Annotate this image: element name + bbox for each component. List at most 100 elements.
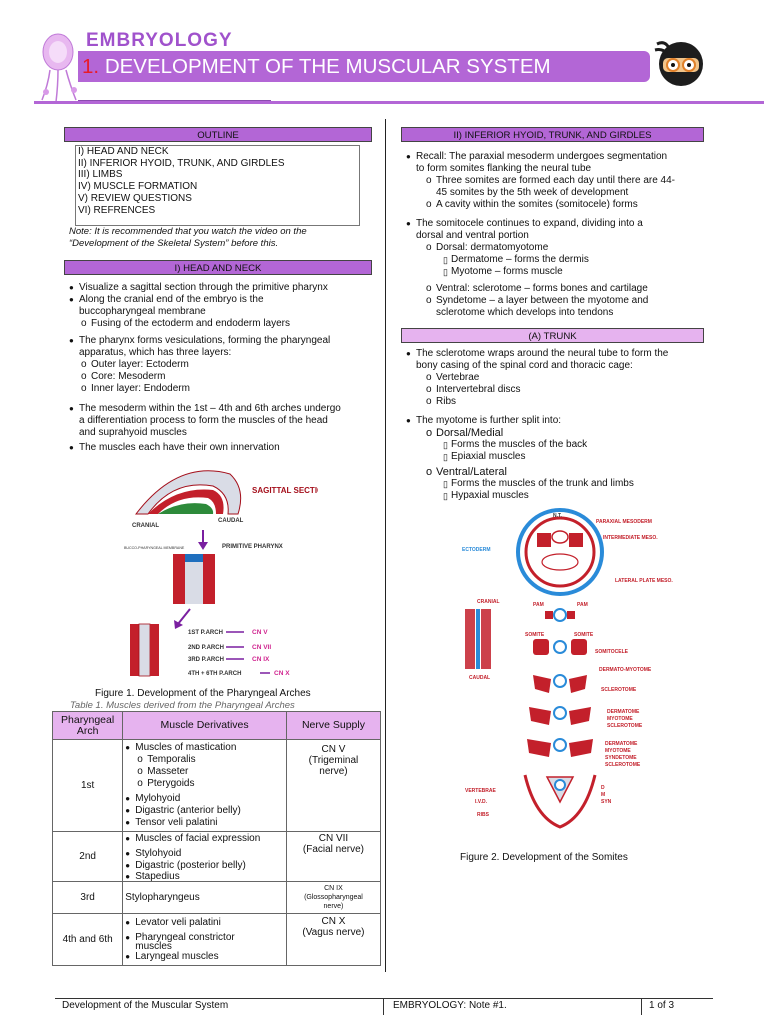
- derivative: Stylohyoid: [125, 848, 284, 860]
- label-syn: SYN: [601, 799, 612, 805]
- label-lateral: LATERAL PLATE MESO.: [615, 578, 673, 584]
- note: Note: It is recommended that you watch t…: [69, 226, 375, 250]
- table-row: 3rd Stylopharyngeus CN IX (Glossopharyng…: [51, 881, 382, 914]
- label-paraxial: PARAXIAL MESODERM: [596, 519, 652, 525]
- title-number: 1.: [82, 55, 100, 78]
- label-somitocele: SOMITOCELE: [595, 649, 629, 655]
- table-row: 1st Muscles of mastication Temporalis Ma…: [51, 739, 382, 832]
- nerve-cell: CN IX (Glossopharyngeal nerve): [285, 881, 382, 914]
- title-band: [78, 51, 650, 82]
- arch-cell: 3rd: [51, 881, 124, 914]
- bullet: The muscles each have their own innervat…: [69, 442, 379, 454]
- label-dermatome1: DERMATOME: [607, 709, 640, 715]
- label-syndetome: SYNDETOME: [605, 755, 637, 761]
- label-ectoderm: ECTODERM: [462, 547, 491, 553]
- arch-cell: 2nd: [51, 831, 124, 882]
- outline-item[interactable]: I) HEAD AND NECK: [78, 146, 169, 157]
- derivative: Tensor veli palatini: [125, 817, 284, 829]
- nerve-line: (Trigeminal: [308, 755, 359, 766]
- balloon-decoration-icon: [36, 30, 84, 106]
- label-d: D: [601, 785, 605, 791]
- derivative-cell: Stylopharyngeus: [122, 881, 287, 914]
- brand-title: EMBRYOLOGY: [86, 30, 233, 51]
- head-neck-content: Visualize a sagittal section through the…: [69, 282, 379, 454]
- sub-bullet: Ventral: sclerotome – forms bones and ca…: [424, 283, 706, 295]
- derivative-cell: Muscles of mastication Temporalis Masset…: [122, 739, 287, 832]
- label-bucco: BUCCO-PHARYNGEAL MEMBRANE: [124, 546, 185, 550]
- derivative-sub: Masseter: [135, 766, 284, 778]
- bullet-continuation: buccopharyngeal membrane: [79, 306, 206, 317]
- square-bullet: Hypaxial muscles: [443, 490, 706, 502]
- sub-bullet: Dorsal: dermatomyotome: [424, 242, 706, 254]
- sub-bullet: Ribs: [424, 396, 706, 408]
- arch-cell: 4th and 6th: [51, 913, 124, 966]
- footer-divider: [383, 999, 384, 1015]
- nerve-line: (Glossopharyngeal: [304, 894, 363, 901]
- section-heading-head-neck: I) HEAD AND NECK: [64, 260, 372, 275]
- col-header: Pharyngeal Arch: [51, 711, 124, 740]
- bullet-continuation: dorsal and ventral portion: [416, 230, 529, 241]
- sub-bullet: A cavity within the somites (somitocele)…: [424, 199, 706, 211]
- bullet: Visualize a sagittal section through the…: [69, 282, 379, 294]
- label-caudal: CAUDAL: [218, 518, 244, 524]
- note-line: Note: It is recommended that you watch t…: [69, 226, 307, 237]
- derivative-sub: Pterygoids: [135, 778, 284, 790]
- label-cranial: CRANIAL: [477, 599, 500, 605]
- footer-middle: EMBRYOLOGY: Note #1.: [393, 1000, 507, 1011]
- sub-bullet-continuation: sclerotome which develops into tendons: [436, 307, 614, 318]
- label-sagittal: SAGITTAL SECTION: [252, 486, 318, 495]
- figure-pharyngeal-arches: SAGITTAL SECTION CRANIAL CAUDAL BUCCO-PH…: [118, 464, 329, 682]
- bullet: The sclerotome wraps around the neural t…: [406, 348, 706, 360]
- col-header: Muscle Derivatives: [122, 711, 287, 740]
- figure1-caption: Figure 1. Development of the Pharyngeal …: [95, 688, 311, 699]
- label-ribs: RIBS: [477, 812, 490, 818]
- page-title: 1. DEVELOPMENT OF THE MUSCULAR SYSTEM: [82, 55, 551, 79]
- sub-bullet: Syndetome – a layer between the myotome …: [424, 295, 706, 307]
- bullet-continuation: apparatus, which has three layers:: [79, 347, 232, 358]
- label-pam2: PAM: [577, 602, 588, 608]
- outline-item[interactable]: V) REVIEW QUESTIONS: [78, 192, 192, 204]
- bullet: The somitocele continues to expand, divi…: [406, 218, 706, 230]
- outline-item[interactable]: III) LIMBS: [78, 169, 123, 181]
- col-header: Nerve Supply: [285, 711, 382, 740]
- derivative: Levator veli palatini: [125, 917, 284, 929]
- figure-somites: N.T. PARAXIAL MESODERM INTERMEDIATE MESO…: [455, 507, 680, 842]
- label-sclerotome3: SCLEROTOME: [605, 762, 641, 768]
- arch-cell: 1st: [51, 739, 124, 832]
- header-rule: [34, 101, 764, 104]
- square-bullet: Myotome – forms muscle: [443, 266, 706, 278]
- label-m: M: [601, 792, 605, 798]
- sub-bullet-continuation: 45 somites by the 5th week of developmen…: [436, 187, 629, 198]
- sub-bullet: Outer layer: Ectoderm: [79, 359, 379, 371]
- sub-bullet: Core: Mesoderm: [79, 371, 379, 383]
- bullet: The mesoderm within the 1st – 4th and 6t…: [69, 403, 379, 415]
- label-sclerotome1: SCLEROTOME: [601, 687, 637, 693]
- label-nt: N.T.: [553, 513, 563, 519]
- nerve-cell: CN X (Vagus nerve): [285, 913, 382, 966]
- outline-heading: OUTLINE: [64, 127, 372, 142]
- derivative: Laryngeal muscles: [125, 951, 284, 963]
- sub-bullet: Ventral/Lateral: [424, 466, 706, 478]
- outline-item[interactable]: II) INFERIOR HYOID, TRUNK, AND GIRDLES: [78, 157, 285, 169]
- footer-divider: [641, 999, 642, 1015]
- section-heading-a-trunk: (A) TRUNK: [401, 328, 704, 343]
- derivative: Digastric (anterior belly): [125, 805, 284, 817]
- footer-page: 1 of 3: [649, 1000, 675, 1011]
- square-bullet: Forms the muscles of the back: [443, 439, 706, 451]
- label-ivd: I.V.D.: [475, 799, 488, 805]
- derivative: Muscles of facial expression: [125, 833, 284, 845]
- label-dermatome2: DERMATOME: [605, 741, 638, 747]
- sub-bullet: Inner layer: Endoderm: [79, 383, 379, 395]
- outline-item[interactable]: IV) MUSCLE FORMATION: [78, 181, 198, 193]
- table-row: 2nd Muscles of facial expression Stylohy…: [51, 831, 382, 882]
- derivative: Stapedius: [125, 871, 284, 881]
- nerve-label: CN VII: [252, 644, 271, 651]
- nerve-line: (Facial nerve): [302, 844, 365, 855]
- figure2-caption: Figure 2. Development of the Somites: [460, 852, 628, 863]
- outline-item[interactable]: VI) REFRENCES: [78, 204, 156, 216]
- bullet: The pharynx forms vesiculations, forming…: [69, 335, 379, 347]
- label-vertebrae: VERTEBRAE: [465, 788, 497, 794]
- sub-bullet: Dorsal/Medial: [424, 427, 706, 439]
- bullet: Along the cranial end of the embryo is t…: [69, 294, 379, 306]
- derivative-sub: Temporalis: [135, 754, 284, 766]
